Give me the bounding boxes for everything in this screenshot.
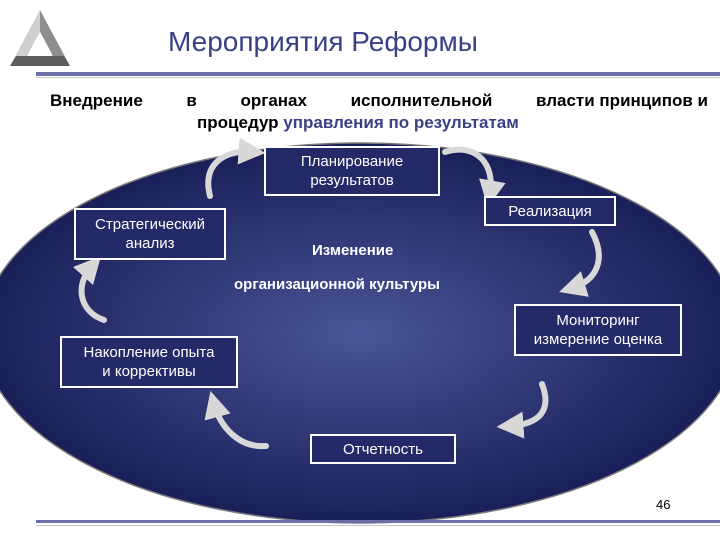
subtitle: Внедрение в органах исполнительной власт… xyxy=(50,90,708,134)
subtitle-highlight: управления по результатам xyxy=(283,113,519,132)
subtitle-line-1: Внедрение в органах исполнительной власт… xyxy=(50,90,708,112)
center-label-line-2: организационной культуры xyxy=(234,276,440,293)
subtitle-word: власти принципов и xyxy=(535,91,708,110)
page-title: Мероприятия Реформы xyxy=(168,26,478,57)
box-implementation: Реализация xyxy=(484,196,616,226)
box-reporting: Отчетность xyxy=(310,434,456,464)
logo-icon xyxy=(10,10,70,66)
subtitle-word: исполнительной xyxy=(350,91,493,110)
box-planning: Планирование результатов xyxy=(264,146,440,196)
subtitle-plain: процедур xyxy=(197,113,284,132)
subtitle-line-2: процедур управления по результатам xyxy=(50,112,708,134)
box-strategic: Стратегический анализ xyxy=(74,208,226,260)
title-divider xyxy=(36,72,720,76)
subtitle-word: Внедрение xyxy=(50,91,143,110)
title-divider-thin xyxy=(36,77,720,78)
subtitle-word: в xyxy=(186,91,197,110)
subtitle-word: органах xyxy=(240,91,307,110)
footer-divider xyxy=(36,520,720,523)
box-monitoring: Мониторинг измерение оценка xyxy=(514,304,682,356)
box-accumulation: Накопление опыта и коррективы xyxy=(60,336,238,388)
footer-divider-thin xyxy=(36,525,720,526)
page-number: 46 xyxy=(656,497,671,512)
center-label-line-1: Изменение xyxy=(312,242,394,259)
